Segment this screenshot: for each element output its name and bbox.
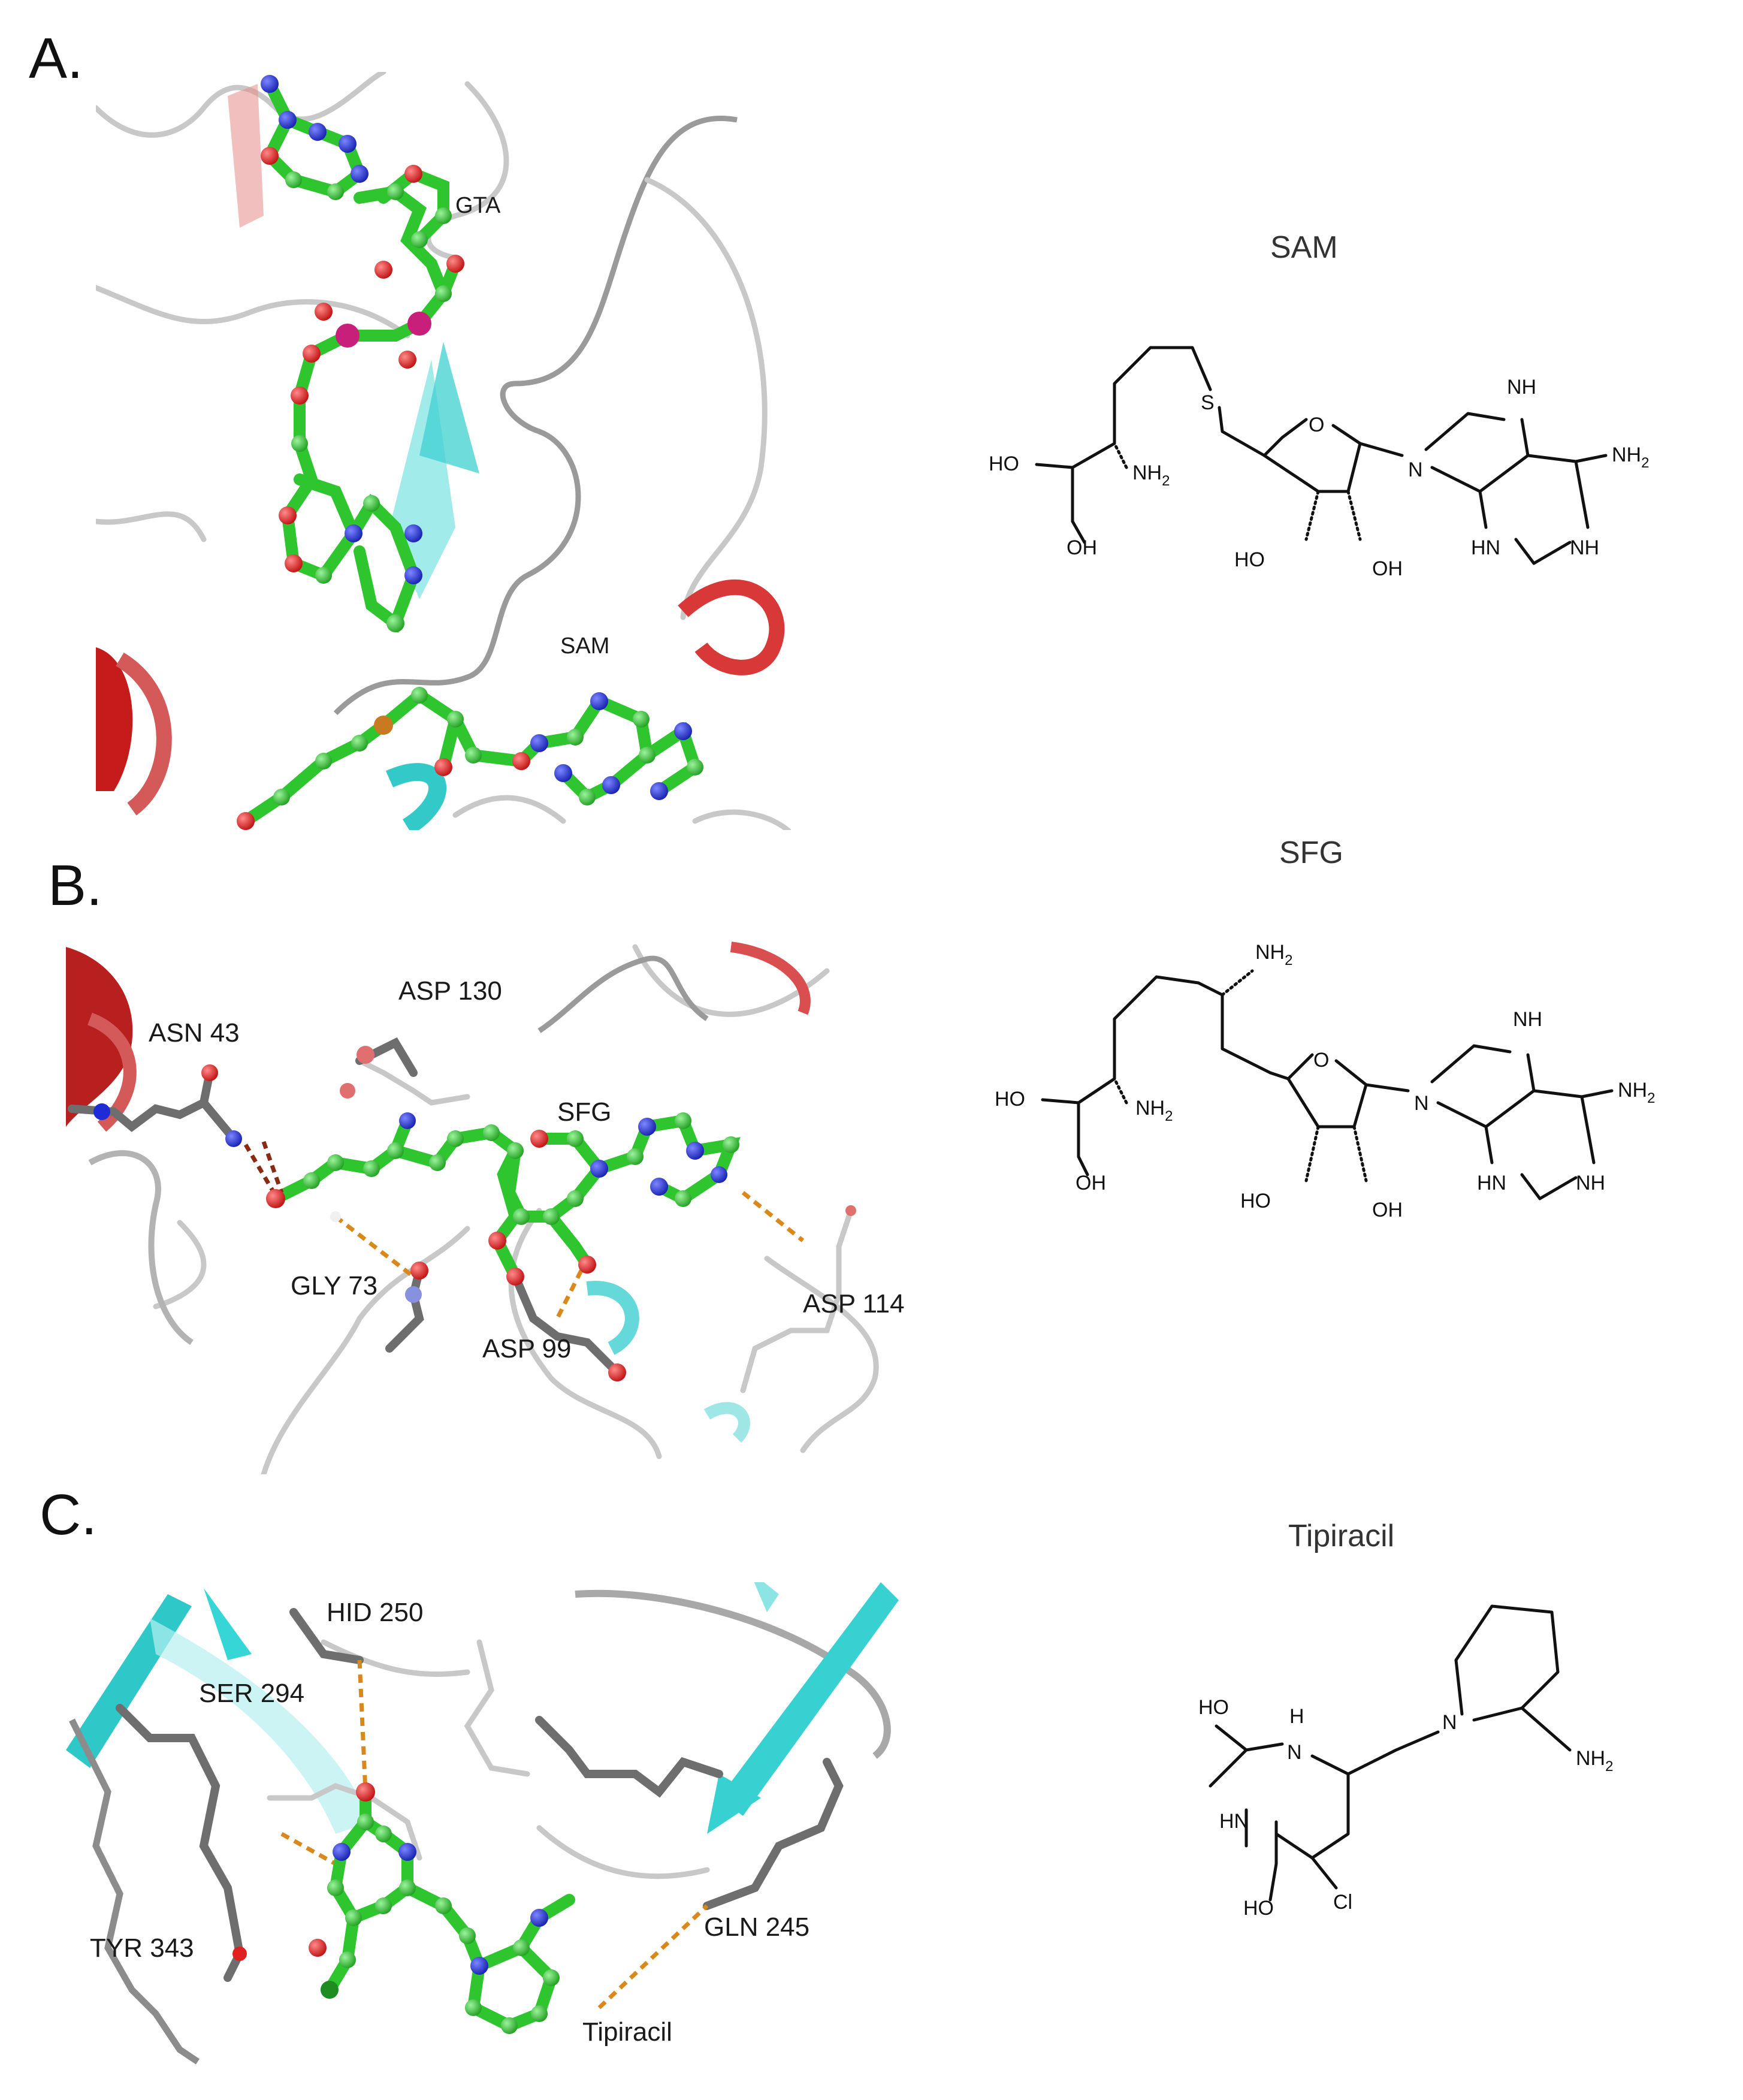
panel-a-structure [96,72,791,830]
panel-b-structure [66,942,879,1474]
tipiracil-title: Tipiracil [1288,1519,1394,1553]
panel-c-label: C. [40,1483,97,1547]
svg-text:HN: HN [1477,1172,1506,1194]
svg-text:NH: NH [1507,376,1536,399]
sam-3d-label: SAM [560,633,609,659]
sfg-3d-label: SFG [557,1097,611,1127]
svg-text:NH: NH [1513,1008,1542,1031]
svg-text:NH: NH [1570,536,1599,559]
tipiracil-3d-label: Tipiracil [582,2017,672,2047]
svg-text:Cl: Cl [1333,1891,1352,1914]
svg-text:OH: OH [1076,1172,1106,1194]
svg-text:O: O [1309,414,1324,436]
svg-text:HO: HO [989,452,1019,475]
svg-text:HO: HO [1243,1897,1274,1920]
asn43-label: ASN 43 [149,1018,240,1048]
ser294-label: SER 294 [199,1679,304,1708]
svg-text:HO: HO [1234,548,1265,571]
asp99-label: ASP 99 [482,1334,571,1363]
panel-a-label: A. [29,26,83,90]
gta-label: GTA [455,193,501,218]
panel-b-label: B. [48,853,102,918]
svg-text:N: N [1408,458,1423,481]
svg-text:OH: OH [1372,557,1403,580]
svg-text:NH2: NH2 [1618,1079,1655,1106]
svg-text:HN: HN [1219,1810,1249,1833]
sam-3d-atoms [237,687,703,830]
svg-text:N: N [1442,1711,1457,1734]
svg-text:OH: OH [1372,1199,1403,1221]
panel-c-structure [66,1582,899,2065]
asp130-label: ASP 130 [398,976,502,1006]
gln245-label: GLN 245 [704,1912,809,1942]
svg-text:O: O [1313,1049,1329,1072]
gta-atoms [261,75,464,632]
svg-text:NH2: NH2 [1255,941,1292,968]
sfg-structure: NH2 O NH NH2 N HN NH HO NH2 OH HO OH [995,941,1655,1221]
svg-text:NH2: NH2 [1612,443,1649,471]
tipiracil-structure: HO H N HN N NH2 HO Cl [1198,1604,1613,1920]
svg-text:NH2: NH2 [1576,1747,1613,1775]
svg-text:HO: HO [1240,1190,1271,1212]
svg-text:N: N [1287,1741,1302,1764]
svg-text:N: N [1414,1092,1429,1115]
tyr343-label: TYR 343 [90,1933,194,1963]
svg-text:H: H [1289,1705,1304,1728]
svg-text:HN: HN [1471,536,1500,559]
tipiracil-3d-atoms [232,1782,560,2034]
svg-text:NH2: NH2 [1135,1097,1173,1124]
svg-text:NH: NH [1576,1172,1605,1194]
svg-text:NH2: NH2 [1132,461,1170,489]
svg-text:HO: HO [995,1088,1025,1111]
gly73-label: GLY 73 [291,1271,377,1301]
sfg-3d-atoms [93,1046,856,1381]
sfg-title: SFG [1279,835,1343,870]
hid250-label: HID 250 [327,1598,423,1627]
asp114-label: ASP 114 [803,1289,905,1318]
svg-text:OH: OH [1067,536,1097,559]
sam-title: SAM [1270,230,1338,265]
svg-text:HO: HO [1198,1696,1229,1719]
sam-structure: S O NH NH2 N HN NH HO NH2 OH HO OH [989,346,1649,580]
svg-text:S: S [1201,391,1215,414]
